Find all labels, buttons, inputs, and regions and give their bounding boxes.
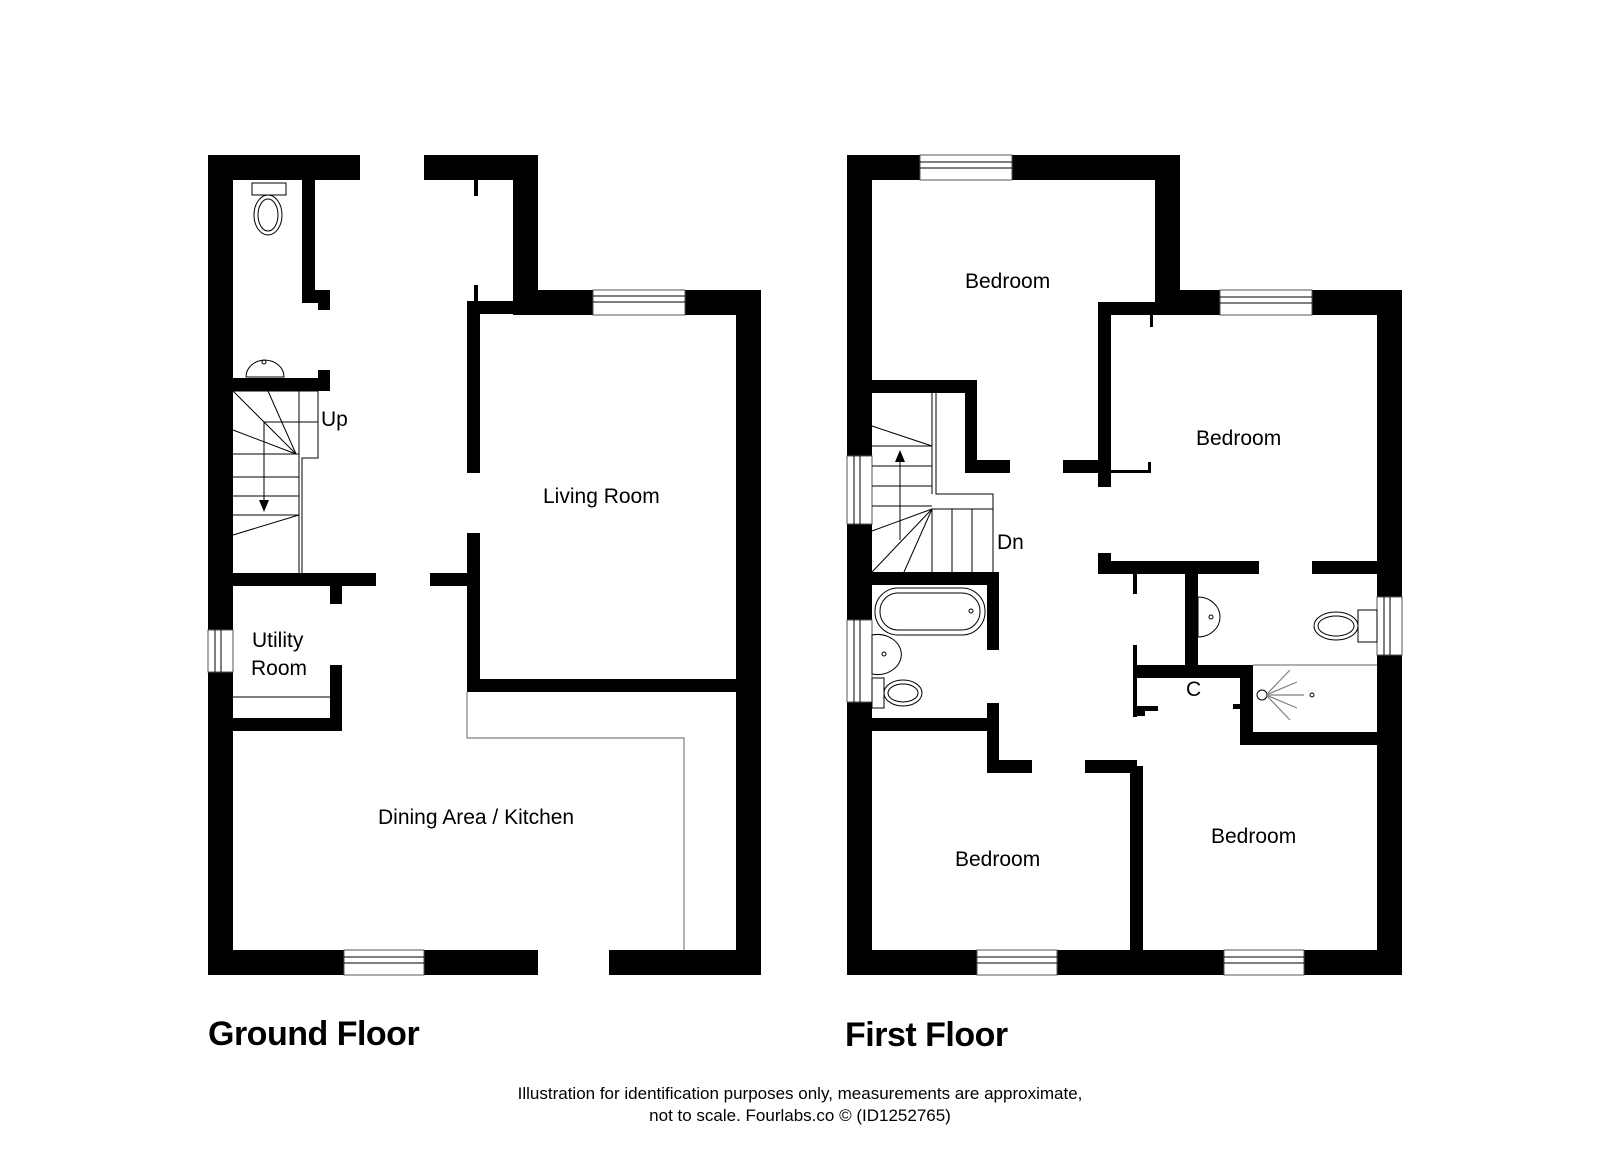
first-floor-plan: Bedroom Bedroom Bedroom Bedroom C Dn <box>846 154 1403 976</box>
ground-floor-stairs <box>232 390 319 573</box>
stairs-down-label: Dn <box>997 531 1024 554</box>
toilet-icon <box>251 182 287 236</box>
disclaimer-line-2: not to scale. Fourlabs.co © (ID1252765) <box>649 1106 951 1125</box>
dining-kitchen-label: Dining Area / Kitchen <box>378 806 574 829</box>
toilet-icon <box>871 677 923 709</box>
ground-floor-title: Ground Floor <box>208 1015 420 1053</box>
toilet-icon <box>1313 609 1378 643</box>
ground-floor-plan: Up Living Room Dining Area / Kitchen Uti… <box>207 155 761 976</box>
first-floor-title: First Floor <box>845 1016 1008 1054</box>
utility-room-label-line1: Utility <box>252 629 304 652</box>
utility-room-label-line2: Room <box>251 657 307 680</box>
cupboard-label: C <box>1186 678 1201 701</box>
basin-icon <box>245 359 285 378</box>
living-room-label: Living Room <box>543 485 660 508</box>
basin-icon <box>871 634 902 675</box>
disclaimer-line-1: Illustration for identification purposes… <box>517 1084 1083 1103</box>
first-floor-stairs <box>871 393 994 573</box>
stairs-up-label: Up <box>321 408 348 431</box>
bedroom-4-label: Bedroom <box>1211 825 1296 848</box>
bath-icon <box>874 587 986 636</box>
basin-icon <box>1197 596 1221 638</box>
bedroom-2-label: Bedroom <box>1196 427 1281 450</box>
shower-icon <box>1253 664 1377 721</box>
bedroom-1-label: Bedroom <box>965 270 1050 293</box>
bedroom-3-label: Bedroom <box>955 848 1040 871</box>
